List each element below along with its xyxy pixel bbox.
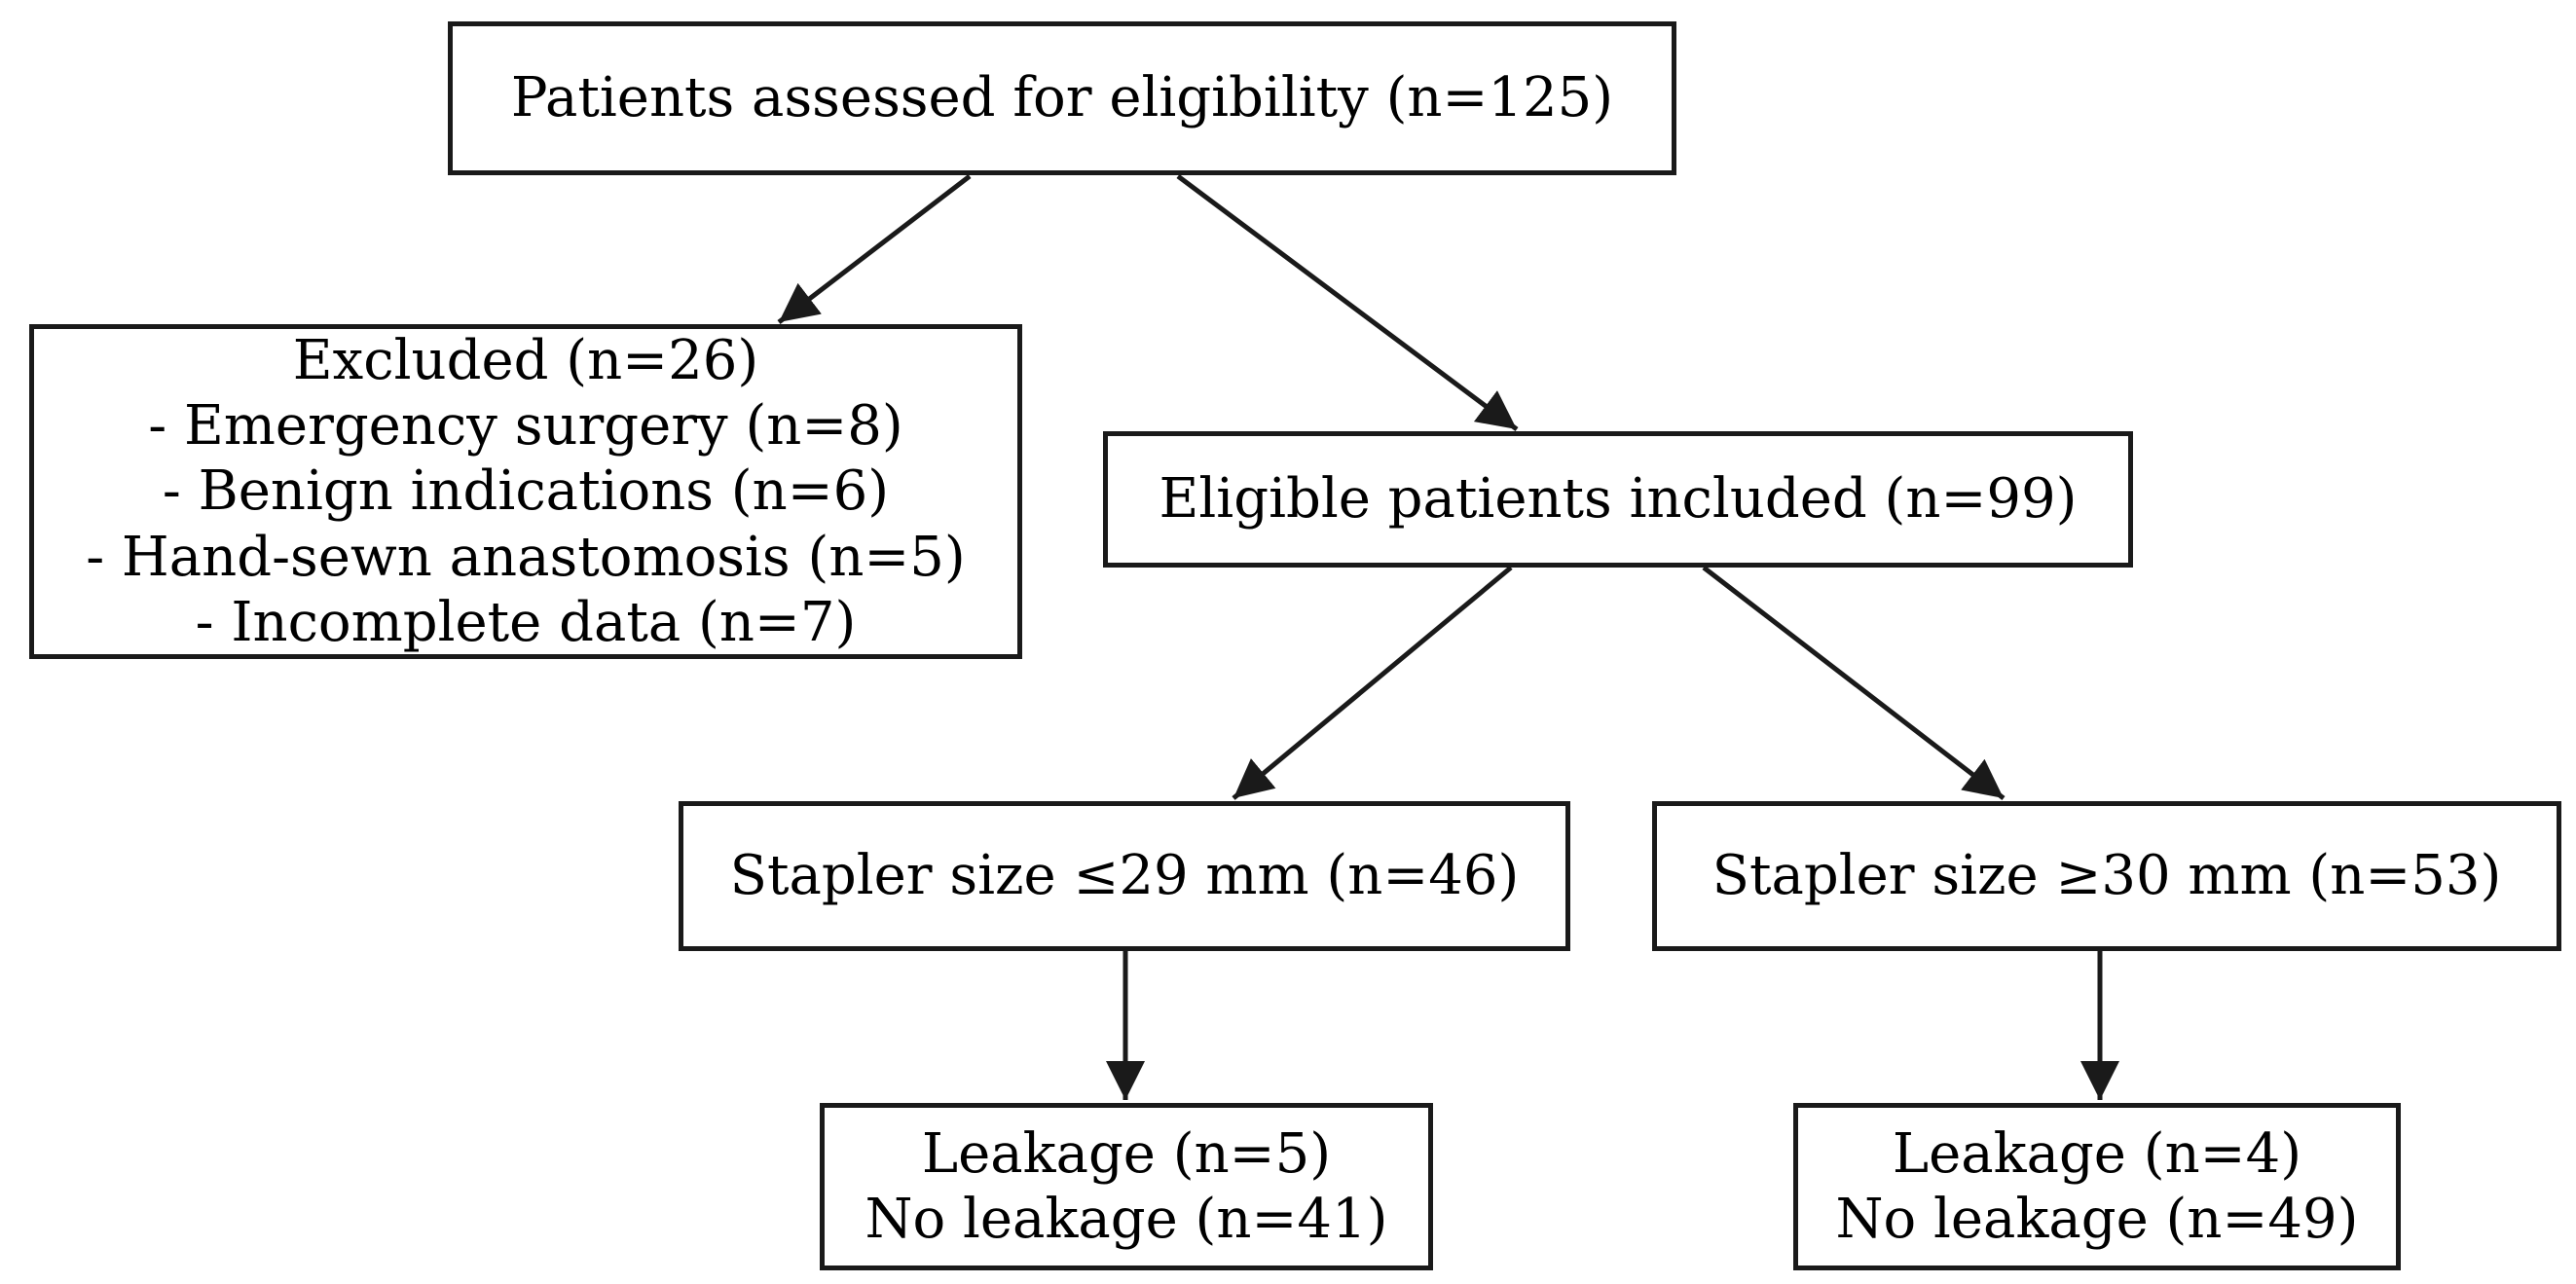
node-outcome-large-box: Leakage (n=4) No leakage (n=49) bbox=[1793, 1103, 2401, 1270]
node-excluded-reason-3: - Hand-sewn anastomosis (n=5) bbox=[86, 525, 966, 589]
arrow-assessed-to-eligible bbox=[1176, 173, 1519, 432]
node-stapler-small-box: Stapler size ≤29 mm (n=46) bbox=[679, 801, 1570, 951]
node-stapler-small-text: Stapler size ≤29 mm (n=46) bbox=[729, 844, 1520, 908]
node-excluded-title: Excluded (n=26) bbox=[292, 329, 759, 393]
node-outcome-large-no-leakage: No leakage (n=49) bbox=[1835, 1188, 2359, 1251]
node-excluded-reason-4: - Incomplete data (n=7) bbox=[195, 590, 857, 654]
node-stapler-large-text: Stapler size ≥30 mm (n=53) bbox=[1711, 844, 2502, 908]
node-outcome-small-no-leakage: No leakage (n=41) bbox=[865, 1188, 1388, 1251]
node-excluded-reason-2: - Benign indications (n=6) bbox=[162, 459, 890, 524]
arrow-eligible-to-stapler-large bbox=[1702, 566, 2006, 800]
node-eligible-text: Eligible patients included (n=99) bbox=[1159, 467, 2078, 532]
node-stapler-large-box: Stapler size ≥30 mm (n=53) bbox=[1652, 801, 2561, 951]
node-eligible-box: Eligible patients included (n=99) bbox=[1103, 431, 2133, 568]
arrow-eligible-to-stapler-small bbox=[1232, 566, 1513, 800]
node-outcome-small-box: Leakage (n=5) No leakage (n=41) bbox=[820, 1103, 1433, 1270]
node-assessed-text: Patients assessed for eligibility (n=125… bbox=[510, 66, 1614, 130]
node-excluded-reason-1: - Emergency surgery (n=8) bbox=[148, 394, 903, 459]
node-assessed-box: Patients assessed for eligibility (n=125… bbox=[448, 21, 1676, 175]
node-excluded-box: Excluded (n=26) - Emergency surgery (n=8… bbox=[29, 324, 1022, 659]
node-outcome-small-leakage: Leakage (n=5) bbox=[921, 1121, 1332, 1186]
node-outcome-large-leakage: Leakage (n=4) bbox=[1892, 1121, 2302, 1186]
arrow-assessed-to-excluded bbox=[777, 174, 972, 324]
